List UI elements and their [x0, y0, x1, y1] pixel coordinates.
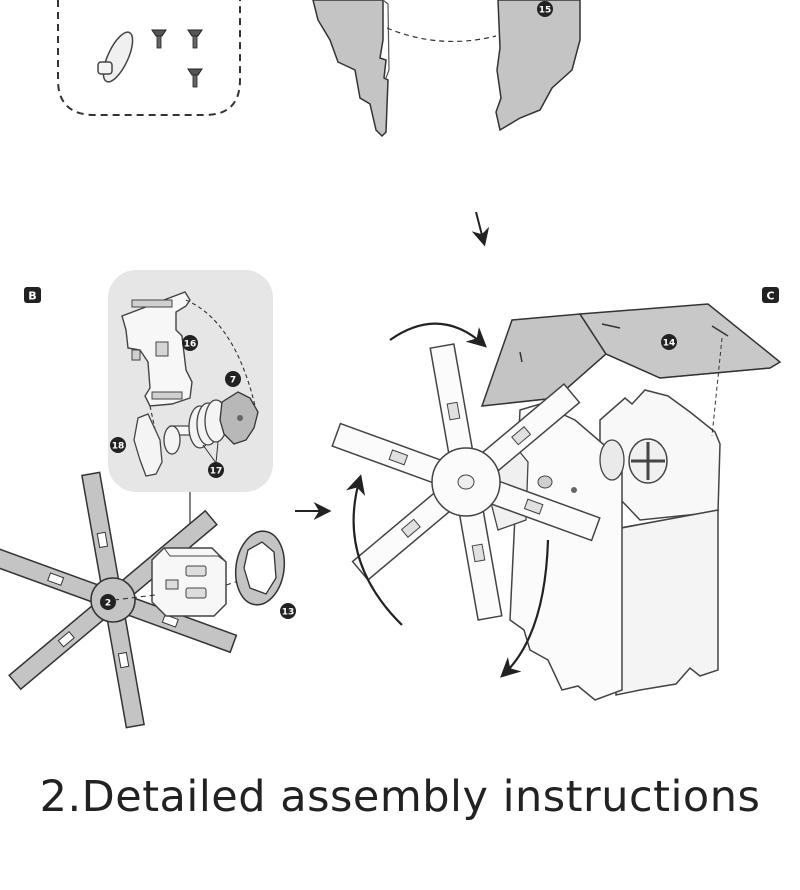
page-caption: 2.Detailed assembly instructions [39, 772, 761, 822]
svg-text:2: 2 [105, 599, 111, 609]
part-13-label: 13 [280, 603, 296, 619]
svg-text:B: B [28, 290, 36, 303]
svg-text:7: 7 [230, 376, 236, 386]
svg-text:13: 13 [282, 608, 295, 618]
part-2-label: 2 [100, 594, 116, 610]
part-18-label: 18 [110, 437, 126, 453]
cross-window [628, 438, 668, 484]
part-15-label: 15 [537, 1, 553, 17]
side-panels-top [312, 0, 581, 138]
svg-text:15: 15 [539, 6, 552, 16]
gear-part-7 [219, 391, 259, 445]
knob-part [97, 31, 134, 83]
roof-part-14 [480, 303, 782, 407]
part-16-label: 16 [182, 335, 198, 351]
part-7-label: 7 [225, 371, 241, 387]
part-14-label: 14 [661, 334, 677, 350]
screw-icon [187, 68, 203, 88]
svg-text:18: 18 [112, 442, 125, 452]
detail-callout [108, 270, 273, 492]
svg-text:14: 14 [663, 339, 676, 349]
shaft-part-17 [163, 399, 231, 455]
rotation-arrow-top [389, 322, 487, 348]
rotation-arrow-right [500, 539, 550, 678]
rotation-arrow-left [346, 474, 403, 626]
down-arrow [471, 211, 490, 247]
svg-text:17: 17 [210, 467, 223, 477]
step-c-badge: C [762, 287, 779, 303]
washer-part-13 [234, 530, 286, 606]
waterwheel-assembled [331, 343, 601, 621]
frame-part-16 [121, 291, 193, 407]
svg-text:16: 16 [184, 340, 197, 350]
part-17-label: 17 [208, 462, 224, 478]
screw-icon [187, 29, 203, 49]
screw-icon [151, 29, 167, 49]
hub-assembly [151, 547, 227, 617]
panel-part-18 [133, 413, 163, 477]
screws-callout [57, 0, 241, 116]
svg-text:C: C [766, 290, 774, 303]
step-b-badge: B [24, 287, 41, 303]
